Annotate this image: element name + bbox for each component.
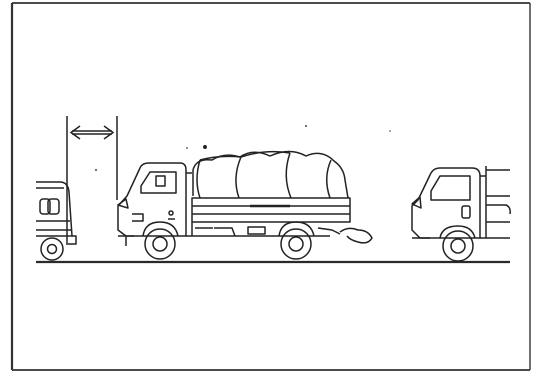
middle-truck-load-cover: [193, 152, 348, 199]
front-truck: [412, 166, 510, 261]
rear-truck: [36, 182, 76, 260]
front-truck-window: [431, 176, 470, 200]
middle-truck-rear-wheel: [281, 229, 311, 259]
gap-distance-indicator: [67, 116, 117, 245]
middle-truck-cargo-bed: [192, 198, 350, 222]
gap-arrow-right-head: [104, 126, 113, 139]
middle-truck-window: [141, 172, 176, 193]
illustration-frame: [12, 3, 530, 370]
gap-arrow-left-head: [71, 126, 80, 139]
front-truck-front-wheel: [443, 231, 473, 261]
scan-specks: [95, 125, 391, 171]
middle-truck-front-wheel: [145, 229, 175, 259]
middle-truck: [118, 146, 372, 259]
rear-truck-wheel: [41, 238, 63, 260]
